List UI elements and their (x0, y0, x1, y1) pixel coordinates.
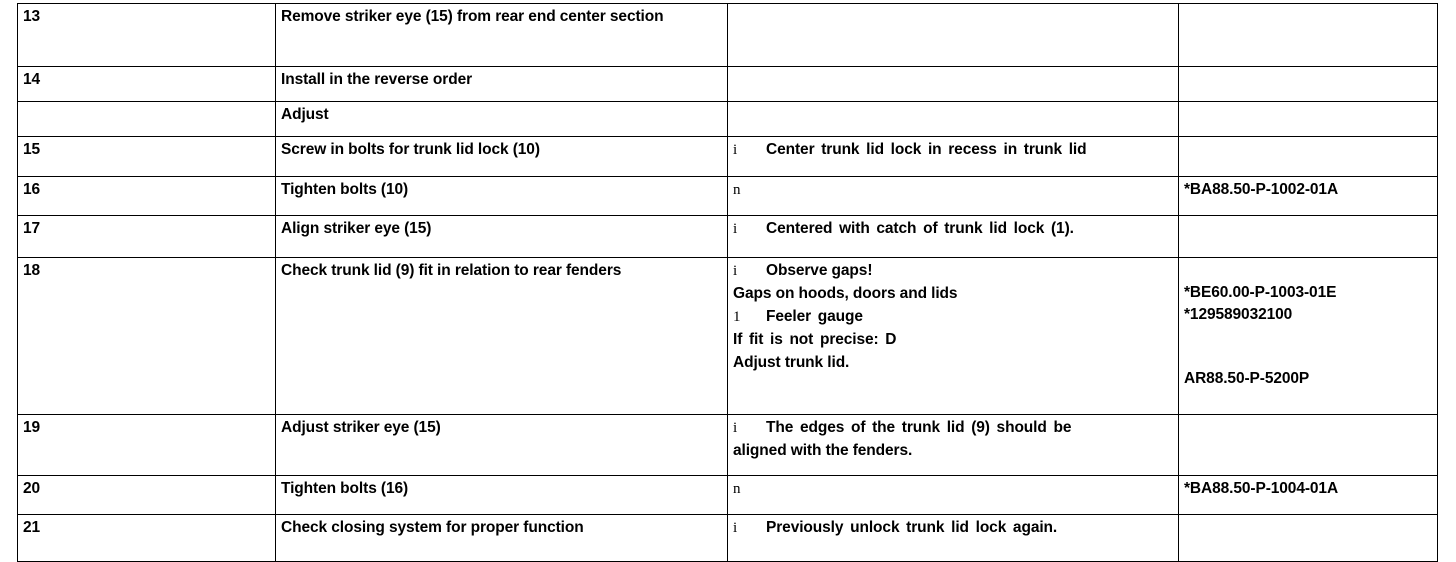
reference-cell (1178, 414, 1438, 476)
note-cell: n (727, 176, 1179, 216)
info-icon: i (733, 221, 738, 237)
note-text: Observe gaps! (766, 262, 873, 279)
step-number-cell: 20 (17, 475, 276, 515)
table-row: 19 Adjust striker eye (15) i The edges of… (17, 414, 1438, 476)
operation-cell: Check trunk lid (9) fit in relation to r… (275, 257, 728, 415)
step-number-cell: 13 (17, 3, 276, 67)
reference-line: *BA88.50-P-1002-01A (1184, 181, 1339, 198)
info-icon: i (733, 263, 738, 279)
reference-line: *BA88.50-P-1004-01A (1184, 480, 1339, 497)
note-line: If fit is not precise: D (733, 330, 1174, 350)
operation-cell: Adjust striker eye (15) (275, 414, 728, 476)
note-cell: i The edges of the trunk lid (9) should b… (727, 414, 1179, 476)
note-text: Centered with catch of trunk lid lock (1… (766, 220, 1074, 237)
note-line: Gaps on hoods, doors and lids (733, 284, 1174, 304)
service-procedure-table: 13 Remove striker eye (15) from rear end… (17, 3, 1438, 562)
table-row: 17 Align striker eye (15) i Centered with… (17, 215, 1438, 258)
table-row: Adjust (17, 101, 1438, 137)
operation-cell: Screw in bolts for trunk lid lock (10) (275, 136, 728, 177)
note-cell: n (727, 475, 1179, 515)
note-line: n (733, 479, 1174, 499)
table-row: 15 Screw in bolts for trunk lid lock (10… (17, 136, 1438, 177)
note-line: i Previously unlock trunk lid lock again. (733, 518, 1174, 538)
table-row: 16 Tighten bolts (10) n *BA88.50-P-1002-… (17, 176, 1438, 216)
step-number-cell (17, 101, 276, 137)
note-line: i Center trunk lid lock in recess in trun… (733, 140, 1174, 160)
note-text: The edges of the trunk lid (9) should be (766, 419, 1072, 436)
step-number-cell: 18 (17, 257, 276, 415)
info-icon: i (733, 520, 738, 536)
reference-line: *BE60.00-P-1003-01E (1184, 284, 1337, 301)
operation-cell: Install in the reverse order (275, 66, 728, 102)
table-row: 20 Tighten bolts (16) n *BA88.50-P-1004-… (17, 475, 1438, 515)
table-row: 14 Install in the reverse order (17, 66, 1438, 102)
reference-cell (1178, 3, 1438, 67)
note-line: i Observe gaps! (733, 261, 1174, 281)
operation-cell: Remove striker eye (15) from rear end ce… (275, 3, 728, 67)
step-number-cell: 15 (17, 136, 276, 177)
step-number-cell: 17 (17, 215, 276, 258)
torque-icon: n (733, 182, 741, 198)
operation-cell: Check closing system for proper function (275, 514, 728, 562)
note-cell (727, 66, 1179, 102)
reference-cell: *BA88.50-P-1004-01A (1178, 475, 1438, 515)
operation-cell: Align striker eye (15) (275, 215, 728, 258)
reference-cell (1178, 514, 1438, 562)
table-row: 21 Check closing system for proper funct… (17, 514, 1438, 562)
note-cell: i Observe gaps! Gaps on hoods, doors and … (727, 257, 1179, 415)
note-cell: i Centered with catch of trunk lid lock (… (727, 215, 1179, 258)
tool-icon: 1 (733, 309, 741, 326)
note-line: 1 Feeler gauge (733, 307, 1174, 327)
table-row: 13 Remove striker eye (15) from rear end… (17, 3, 1438, 67)
note-cell (727, 3, 1179, 67)
note-text: If fit is not precise: D (733, 331, 897, 349)
note-text: Gaps on hoods, doors and lids (733, 285, 958, 303)
note-line: aligned with the fenders. (733, 441, 1174, 461)
note-line: Adjust trunk lid. (733, 353, 1174, 373)
operation-cell: Tighten bolts (16) (275, 475, 728, 515)
note-text: Feeler gauge (766, 308, 863, 326)
operation-cell: Tighten bolts (10) (275, 176, 728, 216)
info-icon: i (733, 420, 738, 436)
reference-cell (1178, 136, 1438, 177)
note-text: Previously unlock trunk lid lock again. (766, 519, 1058, 536)
table-row: 18 Check trunk lid (9) fit in relation t… (17, 257, 1438, 415)
reference-cell (1178, 101, 1438, 137)
note-line: i Centered with catch of trunk lid lock (… (733, 219, 1174, 239)
reference-cell (1178, 215, 1438, 258)
torque-icon: n (733, 481, 741, 497)
table-body: 13 Remove striker eye (15) from rear end… (17, 3, 1438, 562)
note-text: Adjust trunk lid. (733, 354, 850, 372)
operation-cell: Adjust (275, 101, 728, 137)
info-icon: i (733, 142, 738, 158)
note-text: aligned with the fenders. (733, 442, 913, 460)
reference-cell: *BE60.00-P-1003-01E *129589032100 AR88.5… (1178, 257, 1438, 415)
note-cell: i Center trunk lid lock in recess in trun… (727, 136, 1179, 177)
reference-cell: *BA88.50-P-1002-01A (1178, 176, 1438, 216)
step-number-cell: 16 (17, 176, 276, 216)
step-number-cell: 14 (17, 66, 276, 102)
reference-line: AR88.50-P-5200P (1184, 369, 1310, 387)
note-text: Center trunk lid lock in recess in trunk… (766, 141, 1087, 158)
step-number-cell: 19 (17, 414, 276, 476)
note-cell: i Previously unlock trunk lid lock again. (727, 514, 1179, 562)
note-cell (727, 101, 1179, 137)
reference-line: *129589032100 (1184, 305, 1293, 323)
reference-cell (1178, 66, 1438, 102)
note-line: n (733, 180, 1174, 200)
step-number-cell: 21 (17, 514, 276, 562)
note-line: i The edges of the trunk lid (9) should b… (733, 418, 1174, 438)
